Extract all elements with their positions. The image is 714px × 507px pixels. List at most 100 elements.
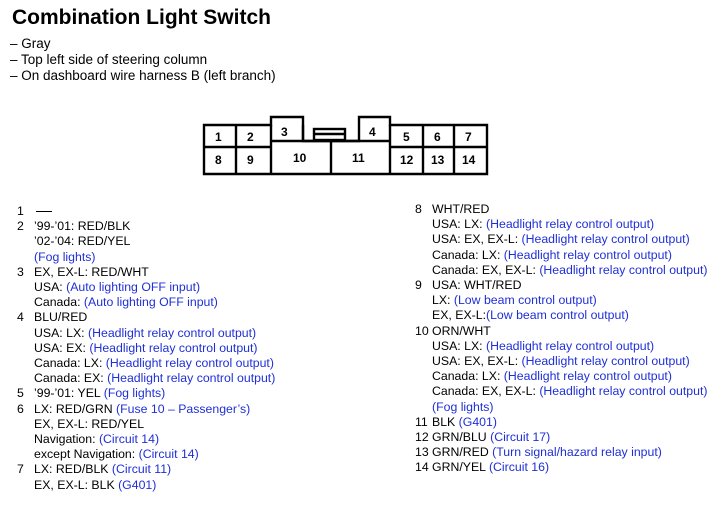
pin-number xyxy=(17,295,34,310)
pin-entry-line: Canada: EX: (Headlight relay control out… xyxy=(17,371,275,386)
pin-number xyxy=(415,384,432,399)
wire-spec: except Navigation: xyxy=(34,447,139,462)
pin-description: Canada: (Auto lighting OFF input) xyxy=(34,295,218,310)
pin-description: EX, EX-L: RED/WHT xyxy=(34,265,149,280)
wire-spec: LX: RED/GRN xyxy=(34,401,116,416)
pin-description: LX: RED/GRN (Fuse 10 – Passenger’s) xyxy=(34,402,250,417)
pin-description: EX, EX-L: RED/YEL xyxy=(34,417,144,432)
pin-description: Canada: EX: (Headlight relay control out… xyxy=(34,371,275,386)
pin-number: 10 xyxy=(415,323,429,338)
wire-spec: Canada: EX, EX-L: xyxy=(432,262,540,277)
pin-number: 13 xyxy=(415,445,429,460)
pin-entry-line: Canada: LX: (Headlight relay control out… xyxy=(415,248,707,263)
pin-entry-line: USA: LX: (Headlight relay control output… xyxy=(415,339,707,354)
pin-description: USA: LX: (Headlight relay control output… xyxy=(34,326,256,341)
wire-spec: USA: EX: xyxy=(34,340,90,355)
pin-description: GRN/BLU (Circuit 17) xyxy=(432,430,550,445)
pin-description: ’99-’01: YEL (Fog lights) xyxy=(34,386,165,401)
connector-housing xyxy=(202,115,489,176)
pin-number: 9 xyxy=(415,278,422,293)
wire-spec: GRN/RED xyxy=(432,445,493,460)
pin-entry-line: Navigation: (Circuit 14) xyxy=(17,432,275,447)
pin-description: LX: RED/BLK (Circuit 11) xyxy=(34,462,171,477)
wire-spec: Canada: EX: xyxy=(34,371,108,386)
wire-spec: GRN/YEL xyxy=(432,460,489,475)
pin-cell-14: 14 xyxy=(462,153,476,167)
circuit-note: (Fog lights) xyxy=(34,249,96,264)
wire-spec: Canada: xyxy=(34,295,84,310)
wire-spec: ’99-’01: YEL xyxy=(34,386,104,401)
wire-spec: WHT/RED xyxy=(432,202,490,216)
pin-number xyxy=(415,400,432,415)
pin-cell-13: 13 xyxy=(431,153,445,167)
pin-cell-10: 10 xyxy=(293,151,307,165)
circuit-note: (Fog lights) xyxy=(432,399,494,414)
pin-cell-3: 3 xyxy=(281,125,288,139)
pin-description: Navigation: (Circuit 14) xyxy=(34,432,159,447)
pin-entry-line: USA: EX, EX-L: (Headlight relay control … xyxy=(415,232,707,247)
connector-diagram: 1 2 3 4 5 6 7 8 9 10 11 12 13 14 xyxy=(202,115,489,176)
pin-number: 4 xyxy=(17,310,24,325)
pin-number xyxy=(17,234,34,249)
circuit-note: (Auto lighting OFF input) xyxy=(66,280,201,295)
pin-entry-line: USA: LX: (Headlight relay control output… xyxy=(415,217,707,232)
wire-spec: Canada: EX, EX-L: xyxy=(432,384,540,399)
pin-number xyxy=(415,308,432,323)
pin-entry-line: USA: LX: (Headlight relay control output… xyxy=(17,326,275,341)
pin-description: BLU/RED xyxy=(34,310,87,325)
wire-spec: Canada: LX: xyxy=(34,356,106,371)
wire-spec: USA: LX: xyxy=(34,325,88,340)
pin-description: Canada: EX, EX-L: (Headlight relay contr… xyxy=(432,384,707,399)
wire-spec: USA: LX: xyxy=(432,338,486,353)
circuit-note: (Low beam control output) xyxy=(453,293,597,308)
pin-number xyxy=(17,250,34,265)
page-title: Combination Light Switch xyxy=(12,6,271,29)
circuit-note: (Headlight relay control output) xyxy=(521,354,690,369)
pin-description: USA: (Auto lighting OFF input) xyxy=(34,280,200,295)
circuit-note: (Headlight relay control output) xyxy=(503,247,672,262)
pin-number: 5 xyxy=(17,386,24,401)
pin-description: USA: WHT/RED xyxy=(432,278,522,293)
wire-spec: Canada: LX: xyxy=(432,247,504,262)
wire-spec: Canada: LX: xyxy=(432,369,504,384)
wire-spec: ORN/WHT xyxy=(432,323,491,338)
pin-number xyxy=(415,232,432,247)
pin-number xyxy=(17,341,34,356)
circuit-note: (Headlight relay control output) xyxy=(486,217,655,232)
wire-spec: EX, EX-L: BLK xyxy=(34,477,119,492)
note-harness: – On dashboard wire harness B (left bran… xyxy=(10,68,276,83)
pin-number xyxy=(17,356,34,371)
pin-number xyxy=(17,478,34,493)
pin-number xyxy=(17,432,34,447)
pin-entry-line: 2’99-’01: RED/BLK xyxy=(17,219,275,234)
pin-number: 3 xyxy=(17,264,24,279)
wire-spec: USA: EX, EX-L: xyxy=(432,354,522,369)
pin-entry-line: EX, EX-L: RED/YEL xyxy=(17,417,275,432)
pin-description: USA: EX, EX-L: (Headlight relay control … xyxy=(432,354,690,369)
wire-spec: Navigation: xyxy=(34,432,99,447)
pin-entry-line: Canada: EX, EX-L: (Headlight relay contr… xyxy=(415,384,707,399)
pin-description: WHT/RED xyxy=(432,202,489,217)
pin-entry-line: LX: (Low beam control output) xyxy=(415,293,707,308)
circuit-note: (Circuit 14) xyxy=(98,432,160,447)
pin-entry-line: 3 EX, EX-L: RED/WHT xyxy=(17,265,275,280)
pin-cell-9: 9 xyxy=(247,153,254,167)
pin-entry-line: EX, EX-L: BLK (G401) xyxy=(17,478,275,493)
pin-number: 12 xyxy=(415,430,429,445)
circuit-note: (Headlight relay control output) xyxy=(539,262,708,277)
pin-number xyxy=(415,293,432,308)
wire-spec: LX: RED/BLK xyxy=(34,462,112,477)
pin-cell-5: 5 xyxy=(403,130,410,144)
wire-spec: LX: xyxy=(432,293,454,308)
pin-entry-line: except Navigation: (Circuit 14) xyxy=(17,447,275,462)
wire-spec: USA: WHT/RED xyxy=(432,278,522,293)
pin-description: USA: EX, EX-L: (Headlight relay control … xyxy=(432,232,690,247)
pin-description: USA: EX: (Headlight relay control output… xyxy=(34,341,258,356)
wire-spec: EX, EX-L: RED/WHT xyxy=(34,264,149,279)
pin-entry-line: ’02-’04: RED/YEL xyxy=(17,234,275,249)
pin-cell-1: 1 xyxy=(215,130,222,144)
